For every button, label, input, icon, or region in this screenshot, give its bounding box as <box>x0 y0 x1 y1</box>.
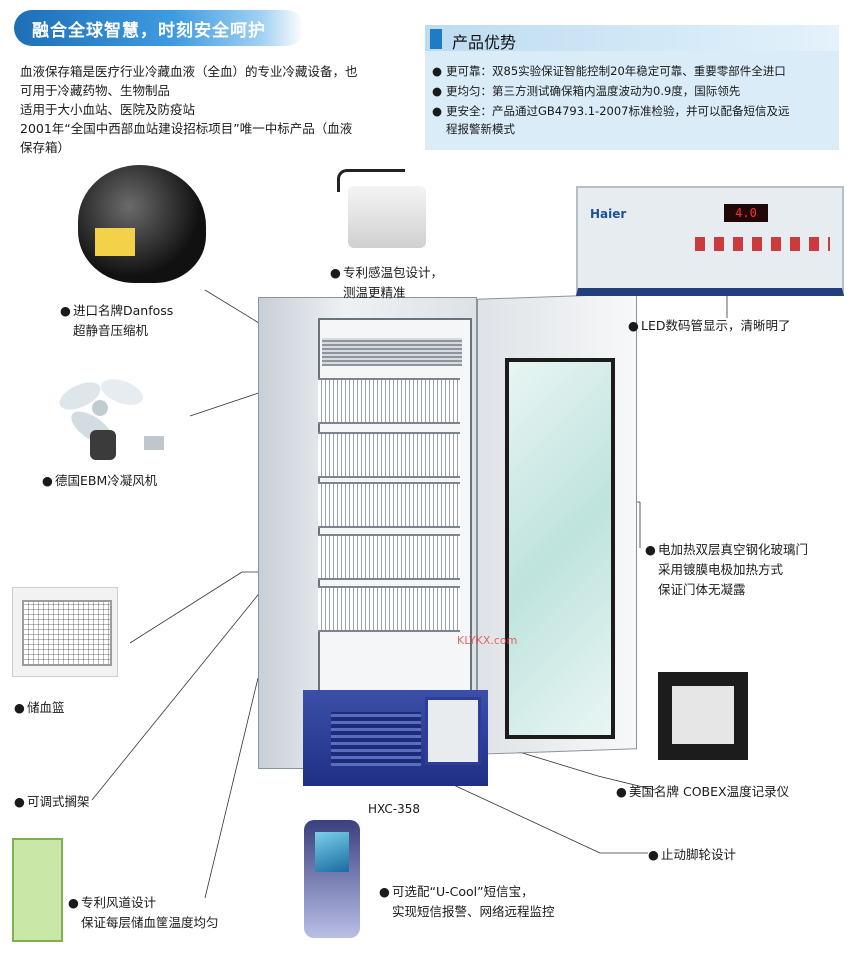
brand-logo: Haier <box>590 207 627 221</box>
bullet-icon: ● <box>432 104 443 118</box>
bullet-icon: ● <box>14 700 25 715</box>
intro-line: 血液保存箱是医疗行业冷藏血液（全血）的专业冷藏设备，也 <box>20 64 358 79</box>
callout-compressor: ●进口名牌Danfoss 超静音压缩机 <box>60 301 173 341</box>
callout-text: 储血篮 <box>27 700 65 715</box>
advantage-item: ●更安全：产品通过GB4793.1-2007标准检验，并可以配备短信及远 <box>432 102 834 120</box>
intro-line: 2001年“全国中西部血站建设招标项目”唯一中标产品（血液 <box>20 121 353 136</box>
callout-recorder: ●美国名牌 COBEX温度记录仪 <box>616 782 789 802</box>
advantage-item: ●更均匀：第三方测试确保箱内温度波动为0.9度，国际领先 <box>432 82 834 100</box>
bullet-icon: ● <box>628 318 639 333</box>
callout-duct: ●专利风道设计 保证每层储血筐温度均匀 <box>68 893 219 933</box>
basket-wire-mesh <box>22 600 112 666</box>
advantage-item: ●更可靠：双85实验保证智能控制20年稳定可靠、重要零部件全进口 <box>432 62 834 80</box>
leader-line <box>91 589 263 801</box>
advantages-header <box>425 25 839 51</box>
callout-led: ●LED数码管显示，清晰明了 <box>628 316 791 336</box>
callout-sensor: ●专利感温包设计， 测温更精准 <box>330 263 443 303</box>
callout-text: 专利风道设计 <box>81 895 157 910</box>
callout-text: 测温更精准 <box>343 285 406 300</box>
fridge-shelf <box>318 586 460 632</box>
bullet-icon: ● <box>432 84 443 98</box>
leader-line <box>597 775 656 791</box>
bullet-icon: ● <box>330 265 341 280</box>
accent-bar <box>430 29 442 49</box>
callout-text: 采用镀膜电极加热方式 <box>658 562 784 577</box>
callout-text: 专利感温包设计， <box>343 265 444 280</box>
callout-text: 实现短信报警、网络远程监控 <box>392 904 555 919</box>
intro-line: 适用于大小血站、医院及防疫站 <box>20 102 196 117</box>
temperature-recorder-slot <box>425 697 481 765</box>
bullet-icon: ● <box>648 847 659 862</box>
callout-door: ●电加热双层真空钢化玻璃门 采用镀膜电极加热方式 保证门体无凝露 <box>645 540 808 600</box>
leader-line <box>204 677 259 899</box>
fan-image <box>59 379 164 460</box>
callout-text: LED数码管显示，清晰明了 <box>641 318 791 333</box>
callout-text: 可调式搁架 <box>27 794 90 809</box>
callout-caster: ●止动脚轮设计 <box>648 845 736 865</box>
advantage-text: 更均匀：第三方测试确保箱内温度波动为0.9度，国际领先 <box>446 84 741 98</box>
fridge-shelf <box>318 482 460 528</box>
callout-text: 可选配“U-Cool”短信宝， <box>392 884 534 899</box>
compressor-label-sticker <box>95 228 135 256</box>
model-label: HXC-358 <box>368 802 420 816</box>
intro-text: 血液保存箱是医疗行业冷藏血液（全血）的专业冷藏设备，也 可用于冷藏药物、生物制品… <box>20 62 415 157</box>
callout-text: 保证每层储血筐温度均匀 <box>81 915 219 930</box>
callout-text: 超静音压缩机 <box>73 323 149 338</box>
header-banner <box>14 10 304 46</box>
led-display: 4.0 <box>724 204 768 222</box>
callout-fan: ●德国EBM冷凝风机 <box>42 471 157 491</box>
bullet-icon: ● <box>616 784 627 799</box>
bullet-icon: ● <box>379 884 390 899</box>
fridge-shelf <box>318 378 460 424</box>
callout-text: 电加热双层真空钢化玻璃门 <box>658 542 809 557</box>
callout-text: 德国EBM冷凝风机 <box>55 473 158 488</box>
intro-line: 保存箱） <box>20 140 71 155</box>
callout-text: 美国名牌 COBEX温度记录仪 <box>629 784 790 799</box>
phone-screen <box>315 832 349 872</box>
advantage-text: 更安全：产品通过GB4793.1-2007标准检验，并可以配备短信及远 <box>446 104 790 118</box>
bullet-icon: ● <box>14 794 25 809</box>
callout-text: 保证门体无凝露 <box>658 582 746 597</box>
sensor-cable <box>337 169 405 192</box>
sensor-image <box>348 186 426 248</box>
fridge-glass <box>505 358 615 739</box>
air-duct-image <box>12 838 63 942</box>
advantages-title: 产品优势 <box>452 33 517 52</box>
callout-ucool: ●可选配“U-Cool”短信宝， 实现短信报警、网络远程监控 <box>379 882 555 922</box>
recorder-chart <box>672 686 734 744</box>
intro-line: 可用于冷藏药物、生物制品 <box>20 83 171 98</box>
callout-text: 进口名牌Danfoss <box>73 303 174 318</box>
callout-text: 止动脚轮设计 <box>661 847 737 862</box>
fridge-shelf <box>318 534 460 580</box>
callout-shelf: ●可调式搁架 <box>14 792 90 812</box>
page-title: 融合全球智慧，时刻安全呵护 <box>32 21 266 41</box>
compressor-image <box>78 165 206 283</box>
bullet-icon: ● <box>432 64 443 78</box>
bullet-icon: ● <box>42 473 53 488</box>
advantage-text: 更可靠：双85实验保证智能控制20年稳定可靠、重要零部件全进口 <box>446 64 786 78</box>
advantage-text-cont: 程报警新模式 <box>446 122 515 136</box>
callout-basket: ●储血篮 <box>14 698 65 718</box>
bullet-icon: ● <box>60 303 71 318</box>
panel-buttons <box>695 237 830 251</box>
watermark: KLYKX.com <box>457 634 518 647</box>
fridge-shelf <box>318 432 460 478</box>
bullet-icon: ● <box>645 542 656 557</box>
leader-line <box>129 571 243 644</box>
fridge-vent <box>331 712 421 766</box>
fridge-evaporator <box>322 338 462 366</box>
bullet-icon: ● <box>68 895 79 910</box>
